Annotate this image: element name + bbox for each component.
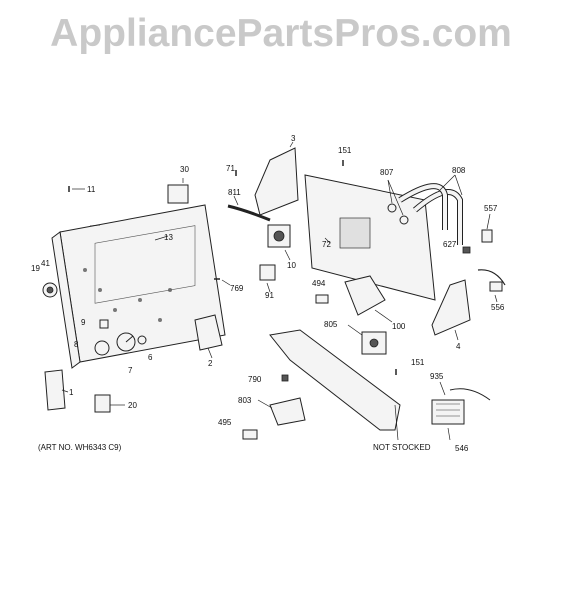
part-20-card — [94, 394, 125, 413]
part-495 — [242, 429, 258, 440]
part-811-hose — [227, 195, 271, 222]
part-7-dial — [116, 332, 136, 352]
art-number: (ART NO. WH6343 C9) — [38, 443, 122, 452]
label-100: 100 — [392, 322, 406, 331]
part-556-harness — [477, 269, 506, 303]
part-9-clip — [99, 319, 109, 329]
label-3: 3 — [291, 134, 296, 143]
label-7: 7 — [128, 366, 133, 375]
part-808-hoses — [398, 174, 463, 245]
label-627: 627 — [443, 240, 457, 249]
part-72-rear-panel — [304, 174, 436, 301]
label-30: 30 — [180, 165, 189, 174]
part-557-valve — [481, 213, 493, 243]
not-stocked-note: NOT STOCKED — [373, 443, 431, 452]
label-6: 6 — [148, 353, 153, 362]
label-19: 19 — [31, 264, 40, 273]
part-4-end-cap — [431, 279, 471, 341]
part-10-pressure-switch — [267, 224, 291, 261]
part-6-knob — [137, 335, 147, 345]
label-13: 13 — [164, 233, 173, 242]
label-556: 556 — [491, 303, 505, 312]
part-1-manual — [44, 369, 69, 411]
label-935: 935 — [430, 372, 444, 381]
part-494 — [315, 294, 329, 304]
part-2-bracket — [194, 314, 223, 359]
label-790: 790 — [248, 375, 262, 384]
part-91-relay — [259, 264, 276, 293]
screw-769 — [214, 278, 231, 286]
label-803: 803 — [238, 396, 252, 405]
part-30-capacitor — [167, 178, 189, 204]
label-811: 811 — [228, 188, 241, 197]
label-41: 41 — [41, 259, 50, 268]
part-803-bracket — [257, 397, 306, 426]
label-557: 557 — [484, 204, 498, 213]
part-627-clip — [462, 246, 471, 254]
part-19-41-knob — [42, 282, 58, 298]
label-20: 20 — [128, 401, 137, 410]
part-805-valve — [347, 324, 387, 355]
label-546: 546 — [455, 444, 469, 453]
label-151b: 151 — [411, 358, 425, 367]
part-807-washers — [387, 179, 409, 225]
label-72: 72 — [322, 240, 331, 249]
label-495: 495 — [218, 418, 232, 427]
part-8-knob — [94, 340, 110, 356]
label-805: 805 — [324, 320, 338, 329]
part-790-screw — [281, 374, 289, 382]
label-1: 1 — [69, 388, 74, 397]
label-91: 91 — [265, 291, 274, 300]
part-100-housing — [344, 275, 393, 323]
label-494: 494 — [312, 279, 326, 288]
label-808: 808 — [452, 166, 466, 175]
watermark: AppliancePartsPros.com — [50, 12, 512, 55]
part-546-terminal-block — [431, 381, 491, 441]
screw-11 — [68, 186, 85, 192]
label-4: 4 — [456, 342, 461, 351]
label-10: 10 — [287, 261, 296, 270]
label-71: 71 — [226, 164, 235, 173]
part-3-end-cap — [254, 141, 299, 216]
label-8: 8 — [74, 340, 79, 349]
label-807: 807 — [380, 168, 394, 177]
label-11: 11 — [87, 185, 96, 194]
label-151a: 151 — [338, 146, 352, 155]
label-2: 2 — [208, 359, 213, 368]
label-9: 9 — [81, 318, 86, 327]
part-lower-housing — [269, 329, 401, 441]
label-769: 769 — [230, 284, 244, 293]
